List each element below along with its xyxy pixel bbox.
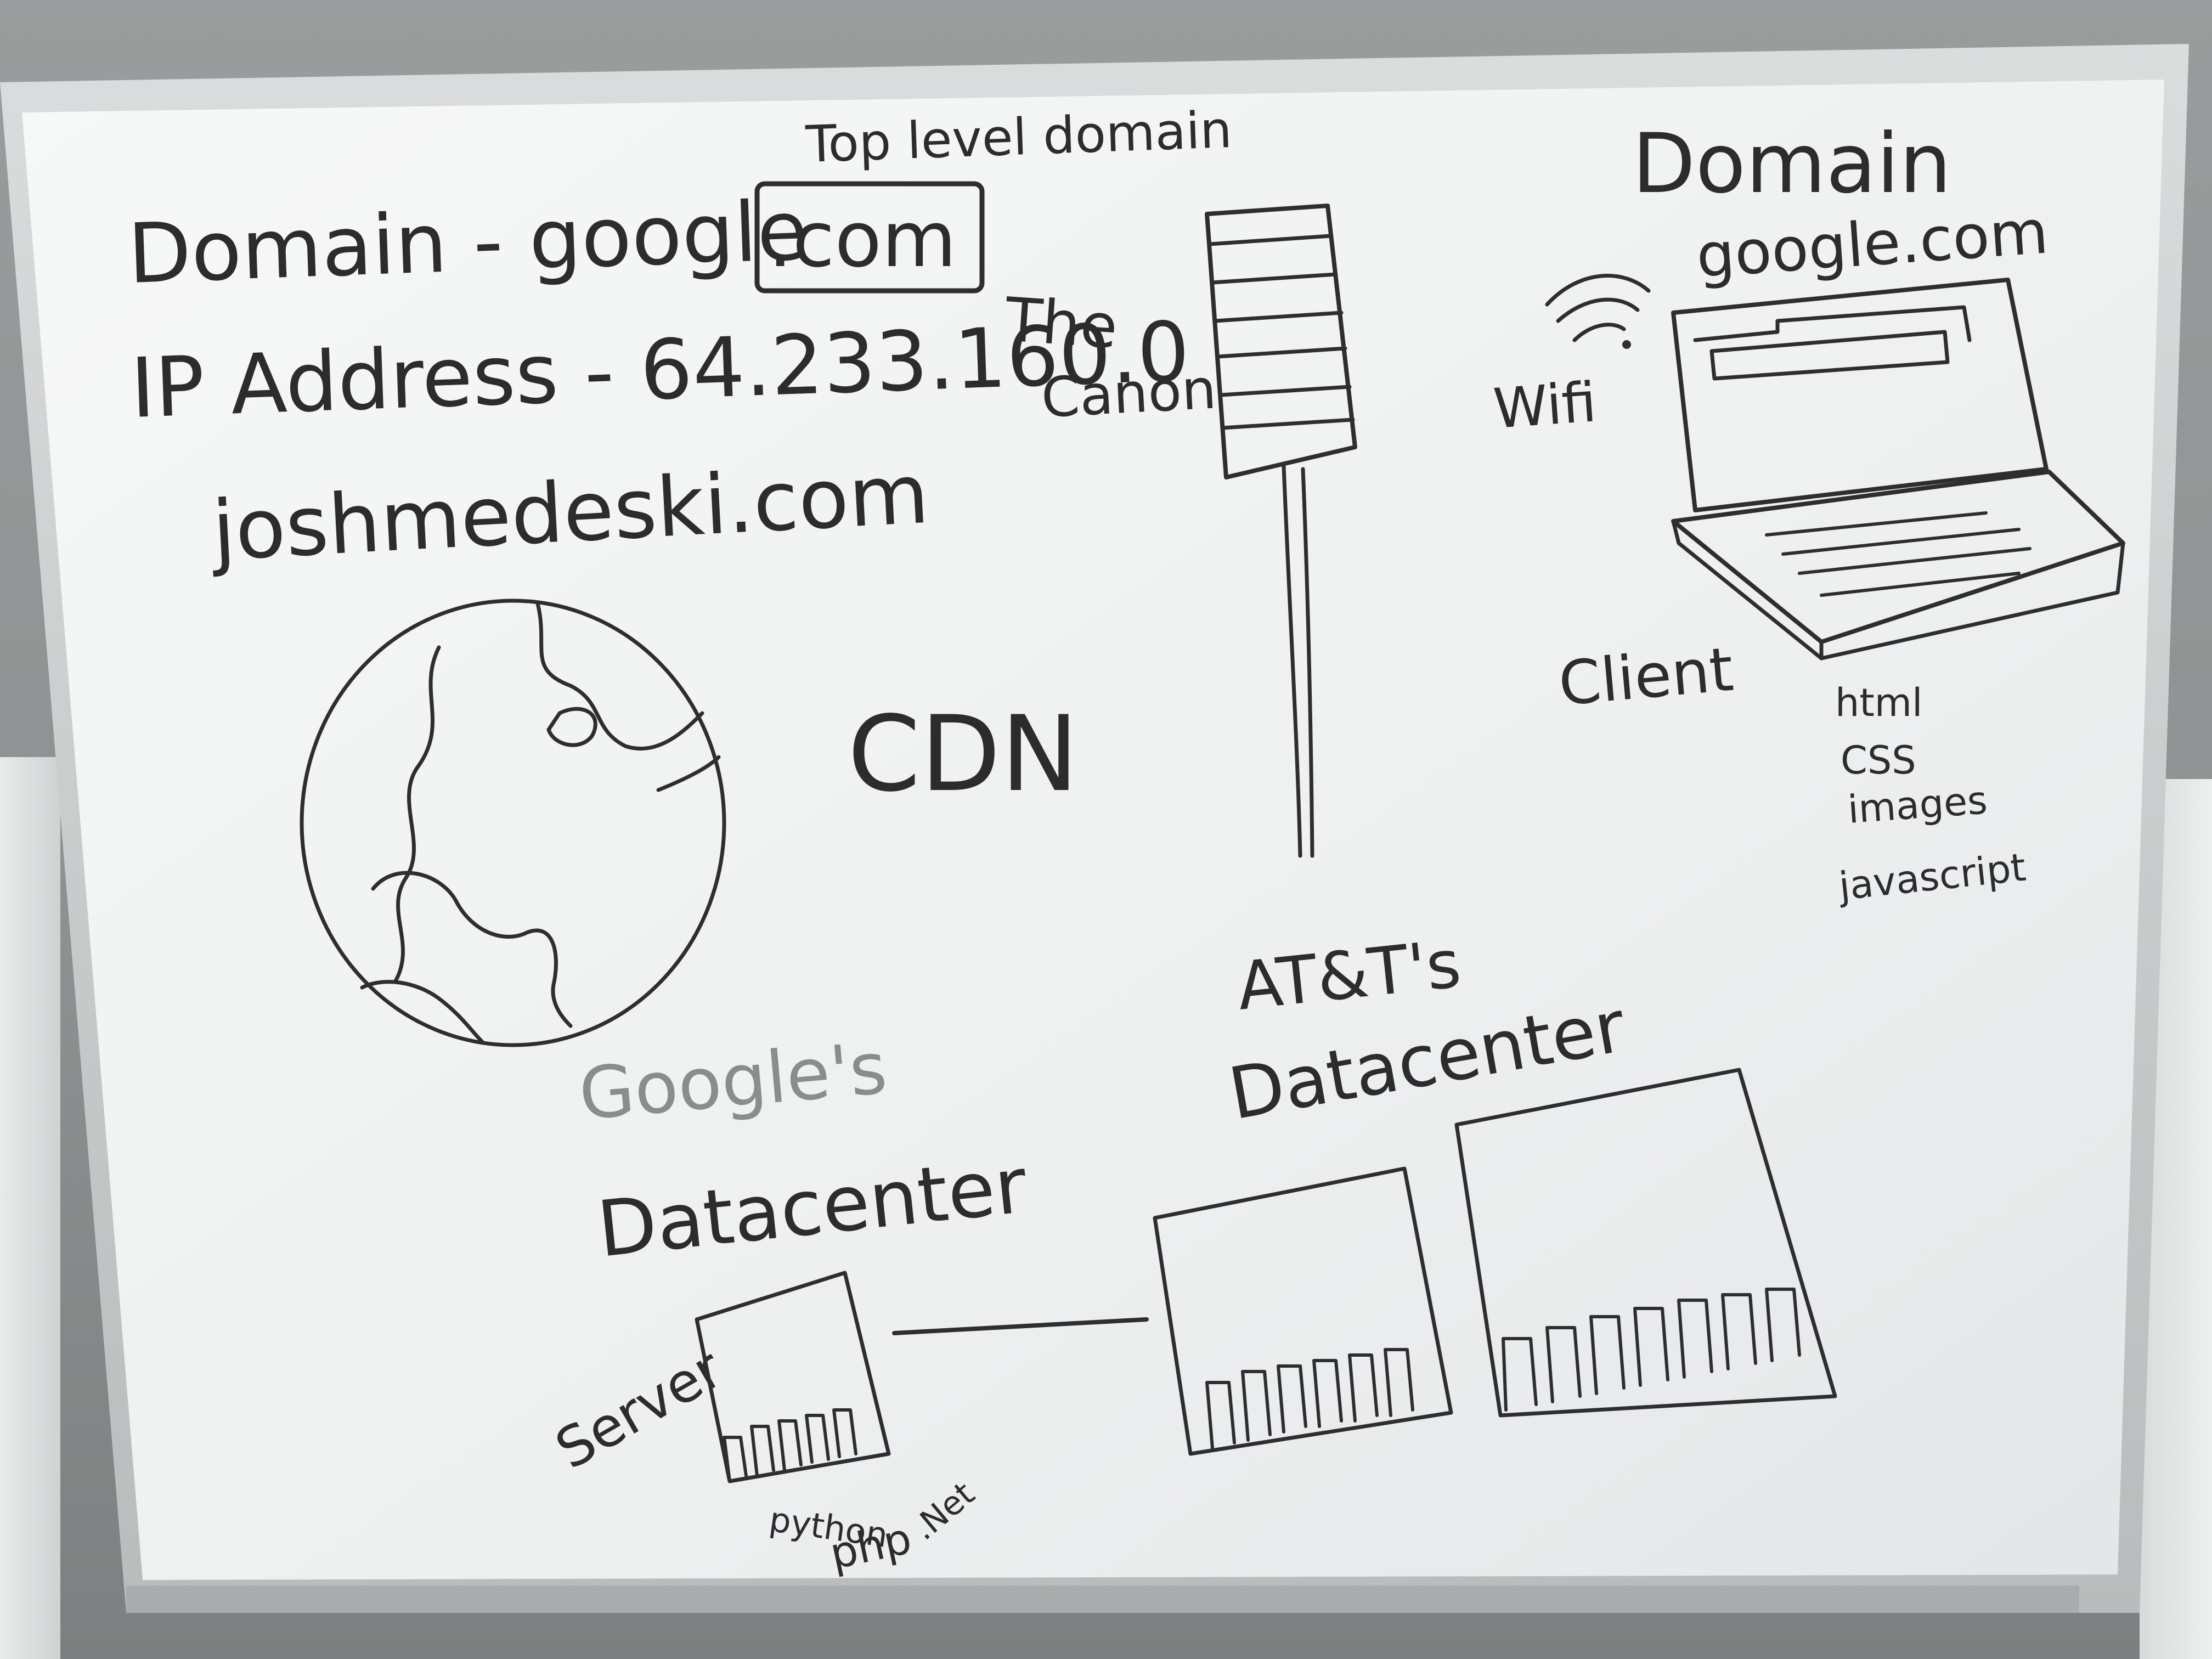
laptop-window-tab (1693, 305, 1972, 342)
canon-label-the: The (1002, 284, 1120, 362)
cannon-tower-drawing (1205, 204, 1357, 858)
asset-images: images (1846, 777, 1989, 832)
att-server-2-drawing (1454, 1068, 1837, 1418)
board-surface (22, 80, 2164, 1580)
tower-head (1205, 204, 1357, 479)
globe-continent-5 (656, 755, 721, 792)
asset-html: html (1835, 680, 1922, 725)
wifi-icon (1545, 274, 1651, 349)
globe-outline (300, 599, 726, 1047)
domain-title: Domain (1632, 116, 1951, 212)
google-server-drawing (695, 1271, 891, 1483)
globe-drawing (300, 599, 726, 1047)
canon-label-canon: Canon (1040, 357, 1218, 430)
globe-continent-4 (371, 871, 573, 1028)
client-label: Client (1556, 634, 1736, 719)
domain-line: Domain - google (126, 183, 809, 302)
laptop-drawing (1671, 278, 2125, 661)
att-server-1-drawing (1153, 1166, 1453, 1456)
tower-pole (1282, 464, 1314, 858)
globe-continent-6 (360, 980, 485, 1045)
globe-continent-3 (546, 707, 597, 747)
tld-box (754, 181, 985, 294)
wifi-label: Wifi (1492, 370, 1599, 441)
globe-continent-2 (535, 601, 704, 751)
tld-box-text: .com (768, 195, 957, 285)
globe-continent-1 (393, 645, 441, 984)
asset-css: CSS (1841, 738, 1916, 783)
server-connection-line (892, 1317, 1149, 1335)
laptop-address-bar (1709, 330, 1950, 381)
laptop-screen (1671, 278, 2049, 512)
cdn-label: CDN (848, 693, 1079, 815)
board-stand-left (0, 757, 60, 1659)
marker-tray (126, 1585, 2079, 1613)
